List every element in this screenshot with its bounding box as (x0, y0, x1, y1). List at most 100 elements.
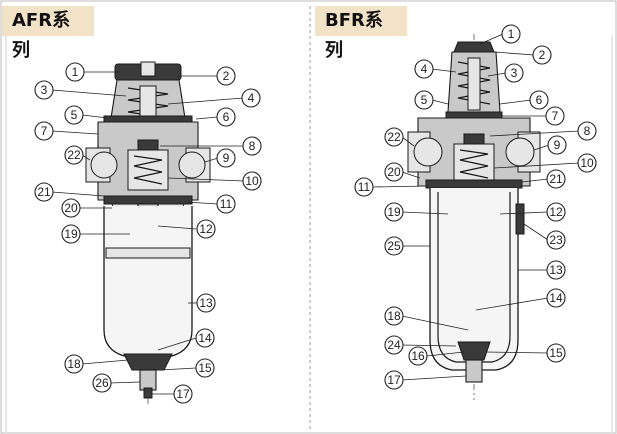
svg-text:4: 4 (421, 62, 428, 76)
afr-callout-9: 9 (216, 148, 236, 168)
svg-text:11: 11 (220, 197, 233, 211)
svg-text:12: 12 (199, 222, 213, 236)
svg-text:6: 6 (536, 93, 543, 107)
bfr-callout-23: 23 (546, 230, 566, 250)
svg-text:5: 5 (71, 108, 78, 122)
afr-callout-5: 5 (64, 105, 84, 125)
svg-text:16: 16 (411, 349, 425, 363)
afr-series-title: AFR系列 (2, 6, 94, 61)
afr-callout-4: 4 (241, 88, 261, 108)
afr-callout-19: 19 (61, 224, 81, 244)
svg-text:23: 23 (549, 233, 563, 247)
svg-text:20: 20 (387, 165, 401, 179)
afr-callout-12: 12 (196, 219, 216, 239)
afr-callout-2: 2 (216, 66, 236, 86)
bfr-callout-18: 18 (384, 306, 404, 326)
svg-text:3: 3 (41, 83, 48, 97)
afr-callout-7: 7 (34, 121, 54, 141)
svg-text:1: 1 (72, 65, 79, 79)
svg-text:18: 18 (387, 309, 401, 323)
bfr-callout-16: 16 (408, 346, 428, 366)
bfr-callout-4: 4 (414, 59, 434, 79)
svg-text:2: 2 (223, 69, 230, 83)
bfr-callout-14: 14 (546, 288, 566, 308)
bfr-callout-10: 10 (577, 153, 597, 173)
svg-text:22: 22 (387, 130, 401, 144)
svg-text:3: 3 (511, 66, 518, 80)
svg-text:8: 8 (584, 124, 591, 138)
afr-callout-6: 6 (216, 107, 236, 127)
afr-callout-22: 22 (64, 145, 84, 165)
svg-text:25: 25 (387, 239, 401, 253)
svg-text:4: 4 (248, 91, 255, 105)
bfr-callout-11: 11 (354, 177, 374, 197)
afr-callout-1: 1 (65, 62, 85, 82)
afr-callout-13: 13 (196, 293, 216, 313)
svg-text:20: 20 (64, 201, 78, 215)
svg-text:8: 8 (249, 139, 256, 153)
svg-text:12: 12 (549, 205, 563, 219)
afr-callout-14: 14 (195, 328, 215, 348)
afr-callout-10: 10 (242, 171, 262, 191)
svg-text:19: 19 (64, 227, 78, 241)
afr-leaders (51, 71, 245, 395)
svg-text:18: 18 (67, 357, 81, 371)
afr-callout-18: 18 (64, 354, 84, 374)
svg-text:10: 10 (580, 156, 594, 170)
svg-text:11: 11 (358, 180, 371, 194)
bfr-series-title: BFR系列 (315, 6, 407, 61)
bfr-callout-25: 25 (384, 236, 404, 256)
svg-text:7: 7 (552, 109, 559, 123)
svg-text:9: 9 (554, 138, 561, 152)
bfr-callout-20: 20 (384, 162, 404, 182)
afr-callout-15: 15 (195, 358, 215, 378)
bfr-callouts: 1 2 3 4 5 6 7 8 9 10 11 12 13 14 15 16 1… (354, 24, 597, 390)
svg-text:10: 10 (245, 174, 259, 188)
bfr-callout-7: 7 (545, 106, 565, 126)
bfr-callout-3: 3 (504, 63, 524, 83)
svg-text:14: 14 (198, 331, 212, 345)
bfr-callout-22: 22 (384, 127, 404, 147)
svg-text:9: 9 (223, 151, 230, 165)
svg-text:24: 24 (387, 338, 401, 352)
svg-text:21: 21 (549, 172, 563, 186)
svg-text:26: 26 (95, 376, 109, 390)
afr-callout-11: 11 (216, 194, 236, 214)
bfr-callout-13: 13 (546, 260, 566, 280)
afr-callout-8: 8 (242, 136, 262, 156)
svg-text:13: 13 (199, 296, 213, 310)
afr-drawing (85, 61, 211, 405)
svg-text:15: 15 (198, 361, 212, 375)
afr-callout-26: 26 (92, 373, 112, 393)
svg-text:22: 22 (67, 148, 81, 162)
svg-text:5: 5 (421, 93, 428, 107)
svg-text:6: 6 (223, 110, 230, 124)
bfr-callout-2: 2 (532, 45, 552, 65)
bfr-callout-6: 6 (529, 90, 549, 110)
bfr-callout-1: 1 (501, 24, 521, 44)
bfr-callout-17: 17 (384, 370, 404, 390)
svg-text:2: 2 (539, 48, 546, 62)
afr-callout-21: 21 (34, 182, 54, 202)
bfr-leaders (371, 33, 580, 381)
svg-text:1: 1 (508, 27, 515, 41)
bfr-callout-8: 8 (577, 121, 597, 141)
svg-text:17: 17 (387, 373, 401, 387)
bfr-callout-5: 5 (414, 90, 434, 110)
svg-text:21: 21 (37, 185, 51, 199)
bfr-callout-24: 24 (384, 335, 404, 355)
svg-text:13: 13 (549, 263, 563, 277)
afr-callout-20: 20 (61, 198, 81, 218)
bfr-callout-12: 12 (546, 202, 566, 222)
bfr-callout-19: 19 (384, 202, 404, 222)
afr-callout-17: 17 (173, 384, 193, 404)
svg-text:7: 7 (41, 124, 48, 138)
bfr-callout-9: 9 (547, 135, 567, 155)
bfr-callout-15: 15 (546, 343, 566, 363)
svg-text:17: 17 (176, 387, 190, 401)
svg-text:19: 19 (387, 205, 401, 219)
svg-text:15: 15 (549, 346, 563, 360)
afr-callout-3: 3 (34, 80, 54, 100)
